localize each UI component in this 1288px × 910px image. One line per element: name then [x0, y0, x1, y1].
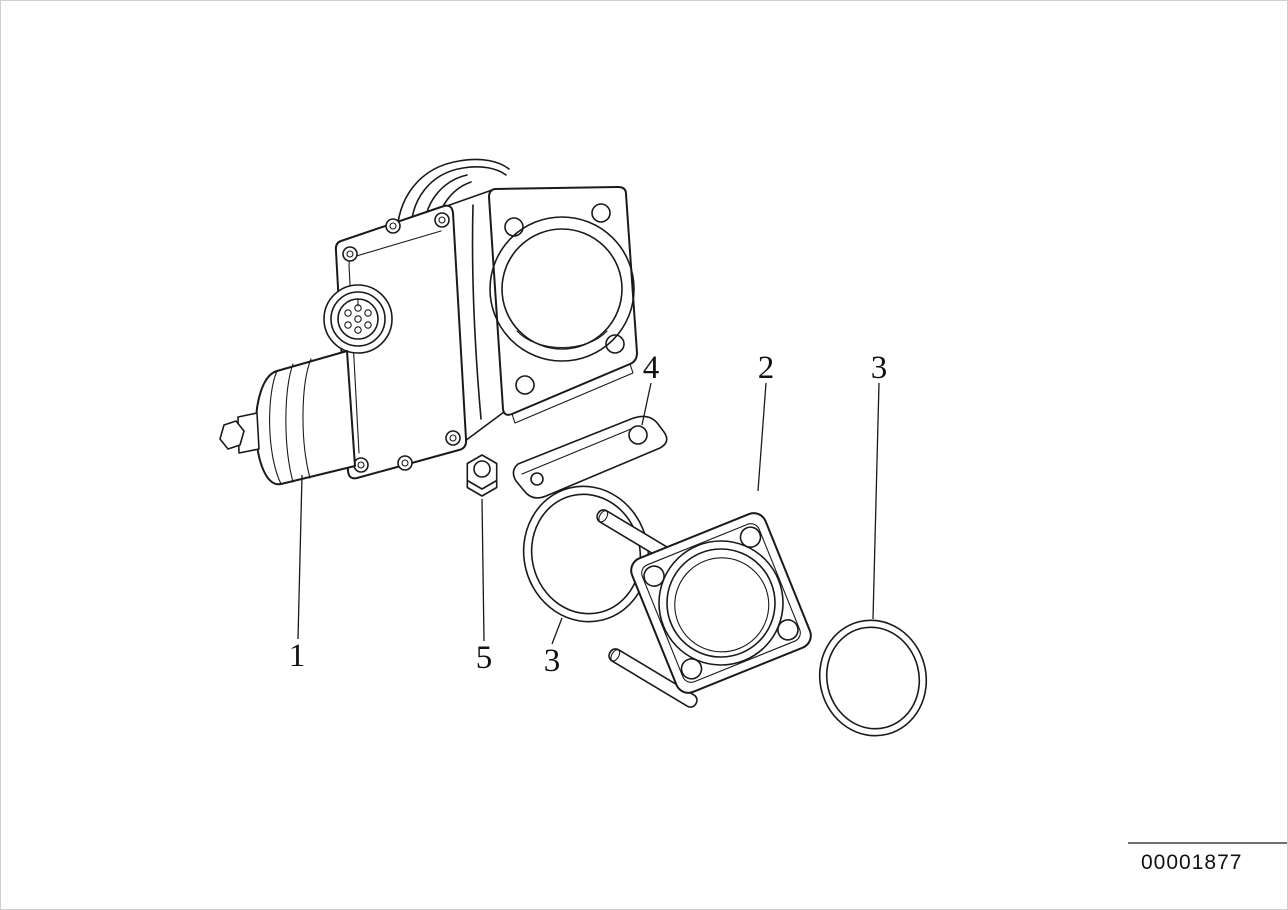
callout-5[interactable]: 5	[476, 498, 493, 676]
part-4-bracket	[512, 415, 668, 499]
drawing-number-block: 00001877	[1128, 842, 1287, 874]
flange-bore	[489, 216, 635, 362]
motor-cylinder	[219, 350, 356, 486]
callout-3-left-label[interactable]: 3	[544, 643, 561, 679]
callout-4-label[interactable]: 4	[643, 350, 660, 386]
flange2-corner-holes	[643, 526, 799, 680]
callouts: 1 5 3 4 2 3	[289, 350, 888, 679]
motor-shaft-tip	[219, 412, 260, 454]
rear-housing	[443, 188, 505, 442]
mounting-flange-front	[488, 186, 638, 424]
callout-5-label[interactable]: 5	[476, 640, 493, 676]
flange-corner-holes	[504, 203, 625, 395]
callout-2[interactable]: 2	[757, 350, 775, 492]
callout-3-right-label[interactable]: 3	[871, 350, 888, 386]
connector-pins	[344, 304, 372, 334]
callout-3-left[interactable]: 3	[544, 617, 563, 679]
part-2-stud-lower	[608, 648, 698, 708]
throttle-body-assembly	[219, 158, 638, 486]
callout-1[interactable]: 1	[289, 474, 306, 674]
callout-2-label[interactable]: 2	[758, 350, 775, 386]
part-5-hex-nut	[466, 454, 498, 497]
flange2-bore	[658, 540, 784, 666]
gearbox-cover-plate	[334, 204, 468, 480]
callout-3-right[interactable]: 3	[871, 350, 888, 620]
part-3-o-ring	[818, 619, 928, 737]
electrical-connector	[323, 284, 393, 354]
part-2-flange	[630, 512, 812, 694]
cover-screws	[342, 212, 461, 473]
drawing-number: 00001877	[1141, 851, 1242, 874]
callout-4[interactable]: 4	[641, 350, 660, 426]
callout-1-label[interactable]: 1	[289, 638, 306, 674]
